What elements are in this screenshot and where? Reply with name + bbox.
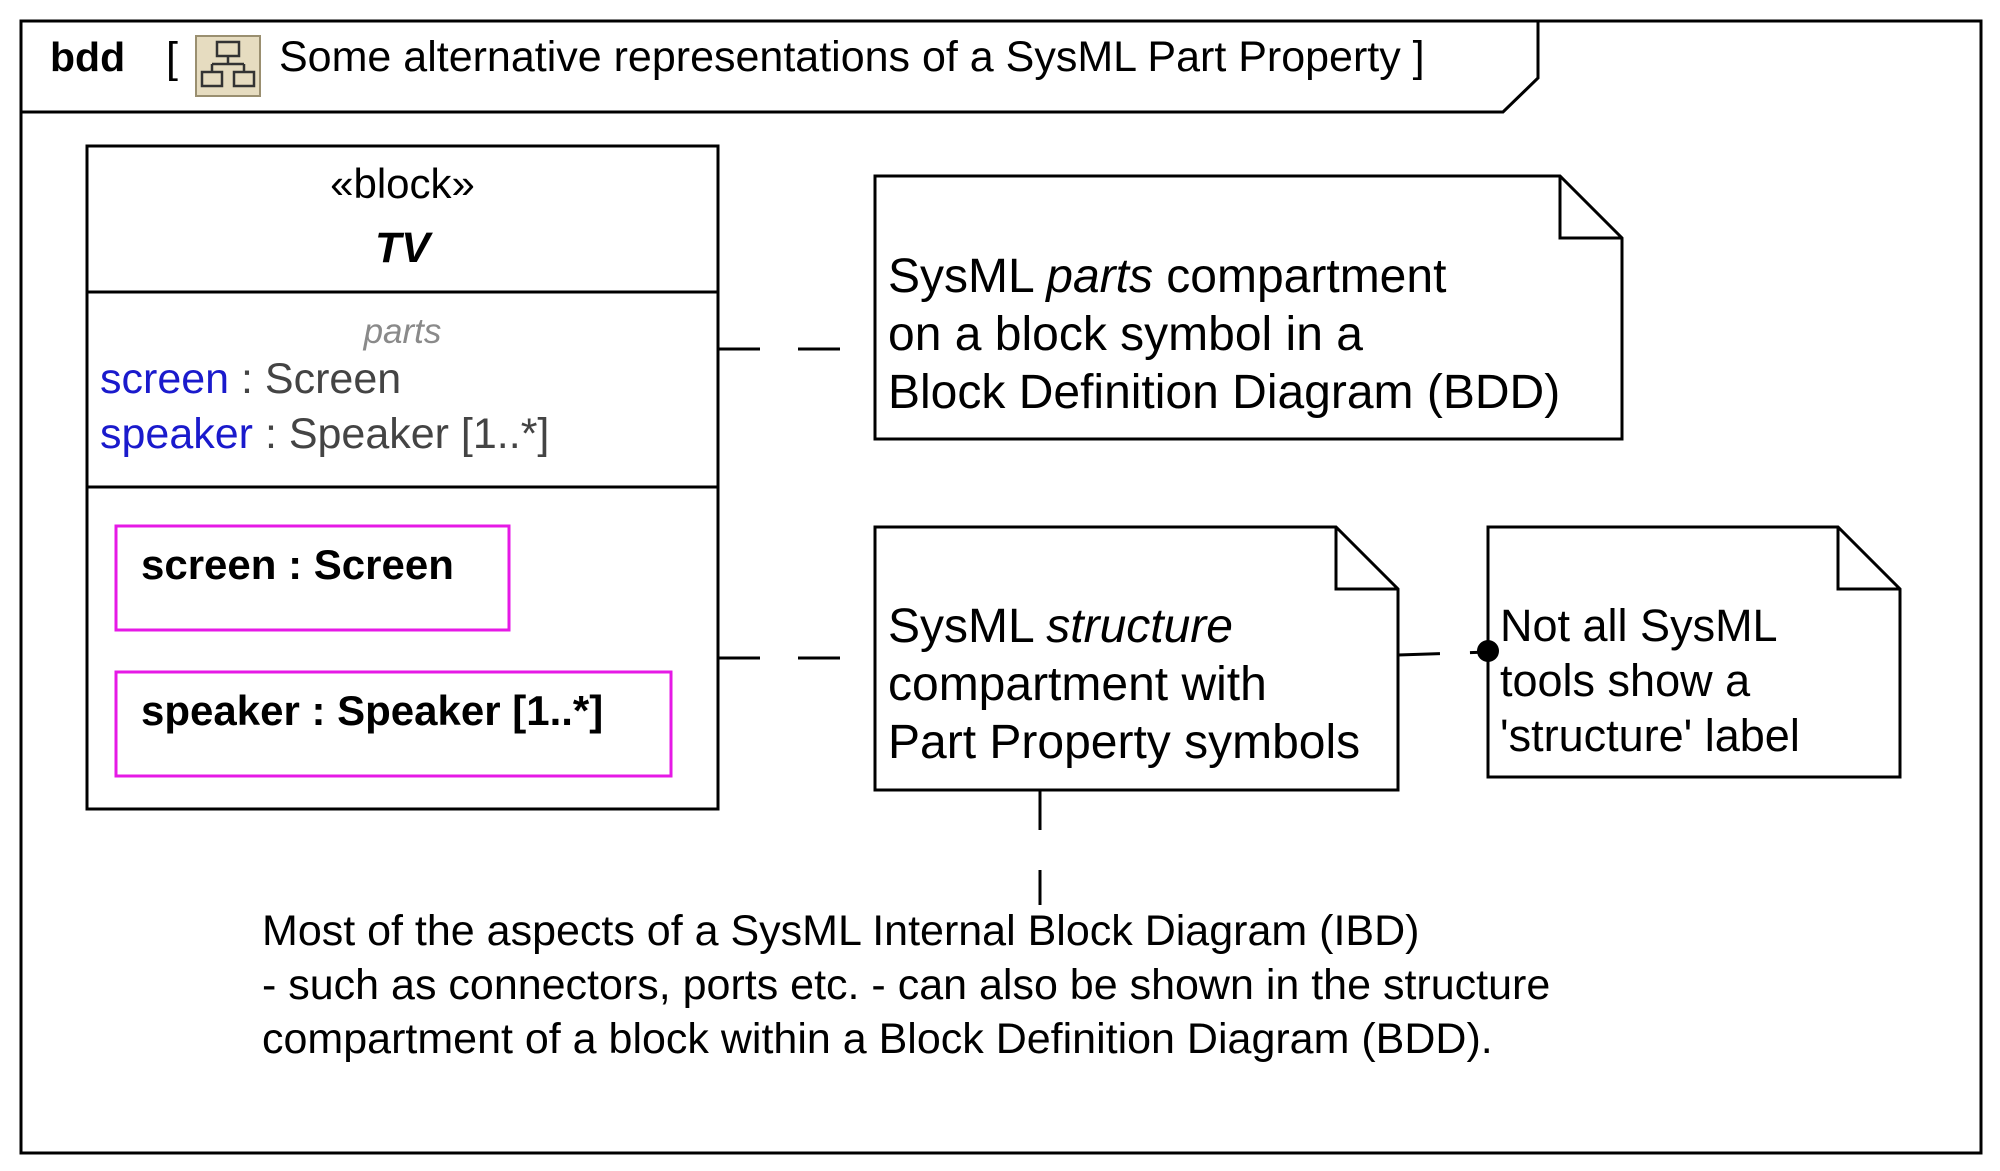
property-row-speaker[interactable]: speaker : Speaker [1..*] [100,410,549,459]
structure-note-text: SysML structure compartment with Part Pr… [888,600,1361,769]
property-row-screen[interactable]: screen : Screen [100,355,401,404]
part-speaker-label: speaker : Speaker [1..*] [141,687,604,734]
frame-open-bracket: [ [166,34,178,82]
note-parts-compartment[interactable] [873,174,1624,441]
frame-close-bracket: ] [1412,33,1425,81]
property-type: : Screen [241,355,402,403]
frame-kind-label: bdd [50,34,126,80]
block-stereotype: «block» [330,160,475,207]
bdd-diagram-icon [195,35,261,97]
block-name: TV [375,224,430,272]
anchor-dot [1477,640,1499,662]
part-speaker-symbol[interactable] [114,670,673,778]
ibd-aspects-text: Most of the aspects of a SysML Internal … [262,907,1551,1063]
parts-compartment-title: parts [363,312,442,351]
frame-header-tab [21,21,1540,114]
part-screen-symbol[interactable] [114,524,511,632]
note-structure-compartment[interactable] [873,525,1400,792]
property-name: speaker [100,410,253,458]
note-structure-label[interactable] [1486,525,1902,779]
frame-title: Some alternative representations of a Sy… [279,33,1425,81]
property-type: : Speaker [1..*] [264,410,550,458]
anchor-structure-to-label-note [1397,650,1489,657]
label-note-text: Not all SysML tools show a 'structure' l… [1500,600,1800,761]
diagram-frame [19,19,1983,1155]
property-name: screen [100,355,230,403]
block-tv[interactable] [85,144,720,811]
parts-note-text: SysML parts compartment on a block symbo… [888,250,1561,419]
part-screen-label: screen : Screen [141,541,454,588]
